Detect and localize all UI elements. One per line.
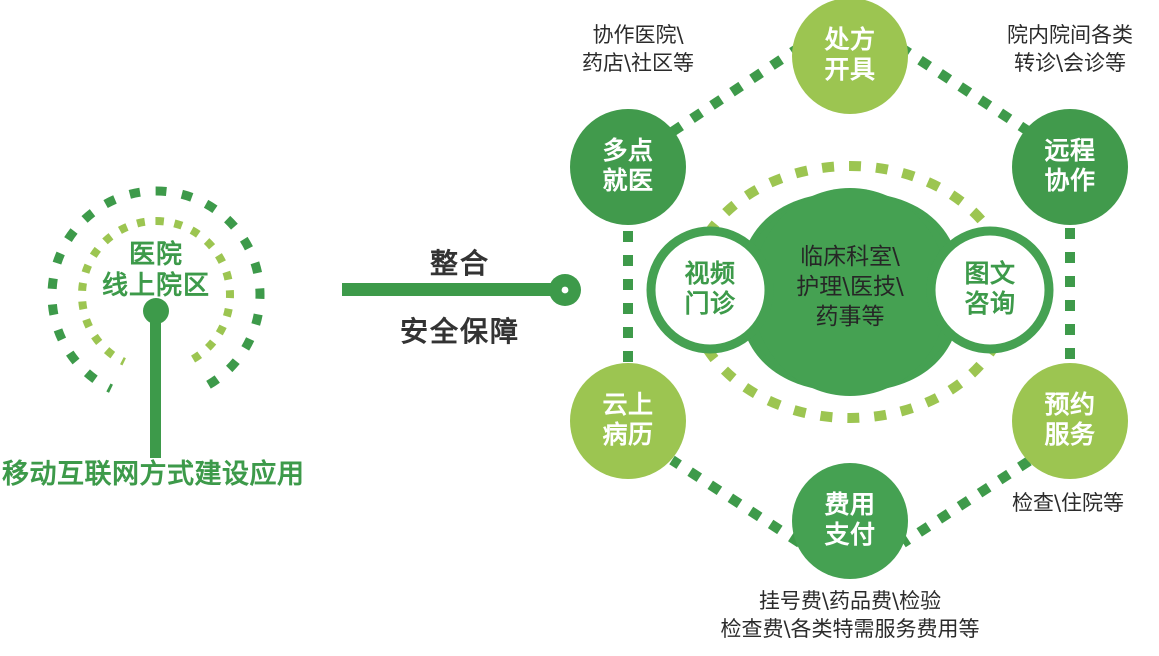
node-circle-multisite-care[interactable] [570, 109, 686, 225]
node-circle-payment[interactable] [792, 463, 908, 579]
connector-top-label: 整合 [429, 247, 490, 280]
connector-bottom-label: 安全保障 [399, 315, 520, 348]
caption-multisite-care: 协作医院\ 药店\社区等 [581, 23, 695, 75]
edge-payment-cloud [669, 455, 803, 548]
node-circle-prescription[interactable] [792, 0, 908, 114]
inner-node-circles [646, 226, 1054, 354]
core-blob [738, 188, 962, 396]
node-circle-remote-collab[interactable] [1012, 109, 1128, 225]
node-circle-text-consult[interactable] [926, 226, 1054, 354]
edge-appointment-payment [900, 456, 1032, 548]
node-circle-video-clinic[interactable] [646, 226, 774, 354]
hub-title: 医院 线上院区 [101, 240, 210, 302]
caption-appointment: 检查\住院等 [1011, 491, 1125, 515]
edge-multisite-prescription [669, 42, 803, 137]
edge-prescription-remote [897, 42, 1031, 136]
node-circle-appointment[interactable] [1012, 363, 1128, 479]
hub-outer-ring [47, 186, 265, 404]
caption-payment: 挂号费\药品费\检验 检查费\各类特需服务费用等 [720, 589, 980, 641]
hub-inner-ring [78, 217, 234, 373]
hexagon-node-circles [570, 0, 1128, 579]
caption-remote-collab: 院内院间各类 转诊\会诊等 [1007, 23, 1133, 75]
hexagon-edges [623, 42, 1075, 548]
integration-connector [342, 274, 581, 306]
hub-center-dot [143, 298, 169, 324]
hub-footer-label: 移动互联网方式建设应用 [2, 459, 305, 490]
hub-stem [143, 298, 169, 458]
core-label: 临床科室\ 护理\医技\ 药事等 [796, 244, 904, 330]
node-circle-cloud-record[interactable] [570, 363, 686, 479]
